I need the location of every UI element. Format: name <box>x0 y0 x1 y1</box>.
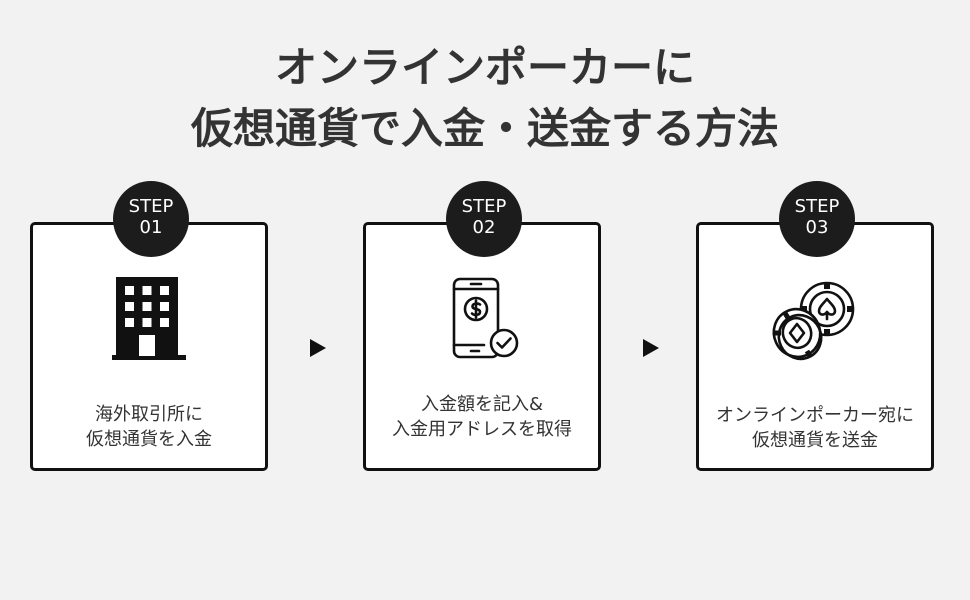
step-badge-number: 02 <box>472 217 496 238</box>
step-2-text-line-1: 入金額を記入& <box>420 394 544 415</box>
step-2-text-line-2: 入金用アドレスを取得 <box>392 419 572 440</box>
step-1-text-line-2: 仮想通貨を入金 <box>86 429 212 450</box>
step-card-3: オンラインポーカー宛に 仮想通貨を送金 <box>696 222 934 471</box>
step-badge-2: STEP 02 <box>446 181 522 257</box>
title-line-1: オンラインポーカーに <box>274 43 695 92</box>
arrow-right-icon <box>310 339 326 357</box>
step-badge-number: 01 <box>139 217 163 238</box>
step-1-text-line-1: 海外取引所に <box>95 404 203 425</box>
step-card-2: 入金額を記入& 入金用アドレスを取得 <box>363 222 601 471</box>
step-3-text-line-1: オンラインポーカー宛に <box>716 405 914 426</box>
step-badge-label: STEP <box>128 196 174 217</box>
smartphone-payment-check-icon <box>366 275 598 365</box>
step-3-text-line-2: 仮想通貨を送金 <box>752 430 878 451</box>
step-badge-1: STEP 01 <box>113 181 189 257</box>
poker-chips-icon <box>699 275 931 365</box>
office-building-icon <box>33 275 265 365</box>
step-badge-label: STEP <box>461 196 507 217</box>
step-badge-number: 03 <box>805 217 829 238</box>
step-badge-label: STEP <box>794 196 840 217</box>
step-card-1: 海外取引所に 仮想通貨を入金 <box>30 222 268 471</box>
title-line-2: 仮想通貨で入金・送金する方法 <box>190 104 779 153</box>
step-badge-3: STEP 03 <box>779 181 855 257</box>
arrow-right-icon <box>643 339 659 357</box>
